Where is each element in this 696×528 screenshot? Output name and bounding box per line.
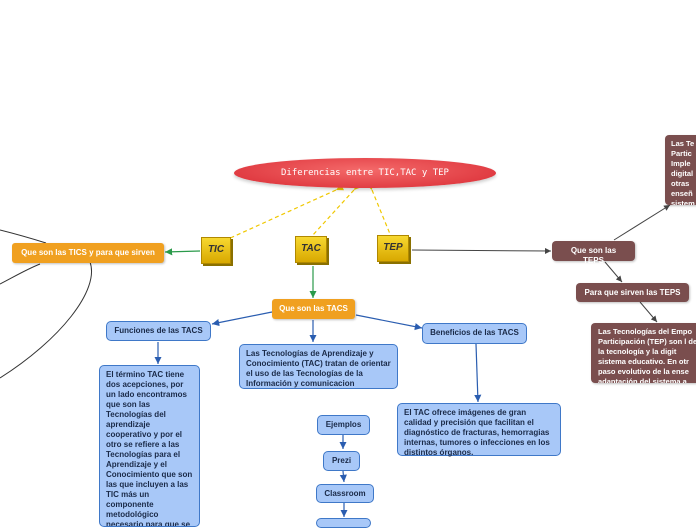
teps-bottom-text-node[interactable]: Las Tecnologías del Empo Participación (…: [591, 323, 696, 383]
link-root-tic: [225, 183, 345, 241]
link-root-tep: [365, 181, 391, 235]
link-tep-teps: [411, 247, 552, 254]
link-tacs-beneficios: [355, 314, 423, 331]
link-sirven-bottom: [639, 301, 658, 323]
teps-node[interactable]: Que son las TEPS: [552, 241, 635, 265]
teps-sirven-node[interactable]: Para que sirven las TEPS: [576, 283, 689, 302]
link-root-tac: [311, 182, 362, 237]
link-teps-sirven: [604, 261, 623, 283]
link-teps-top: [613, 204, 671, 241]
link-tacs-funciones: [211, 311, 273, 327]
funciones-text-node[interactable]: El término TAC tiene dos acepciones, por…: [99, 365, 200, 527]
classroom-node[interactable]: Classroom: [316, 484, 374, 503]
ejemplos-node[interactable]: Ejemplos: [317, 415, 370, 435]
definicion-node[interactable]: Las Tecnologías de Aprendizaje y Conocim…: [239, 344, 398, 389]
link-tic-tics: [164, 248, 201, 256]
tac-node[interactable]: TAC: [295, 236, 327, 263]
link-beneficios-text: [474, 343, 482, 403]
link-prezi-classroom: [339, 470, 347, 483]
prezi-node[interactable]: Prezi: [323, 451, 360, 471]
link-tics-left-3: [0, 261, 92, 379]
beneficios-node[interactable]: Beneficios de las TACS: [422, 323, 527, 344]
teps-top-text-node[interactable]: Las Te Partic Imple digital otras enseñ …: [665, 135, 696, 205]
funciones-node[interactable]: Funciones de las TACS: [106, 321, 211, 341]
link-tics-left-2: [0, 263, 41, 285]
link-tics-left-1: [0, 229, 47, 244]
root-node[interactable]: Diferencias entre TIC,TAC y TEP: [234, 158, 496, 188]
tacs-node[interactable]: Que son las TACS: [272, 299, 355, 319]
tic-node[interactable]: TIC: [201, 237, 231, 264]
beneficios-text-node[interactable]: El TAC ofrece imágenes de gran calidad y…: [397, 403, 561, 457]
tep-node[interactable]: TEP: [377, 235, 409, 262]
tics-node[interactable]: Que son las TICS y para que sirven: [12, 243, 164, 263]
